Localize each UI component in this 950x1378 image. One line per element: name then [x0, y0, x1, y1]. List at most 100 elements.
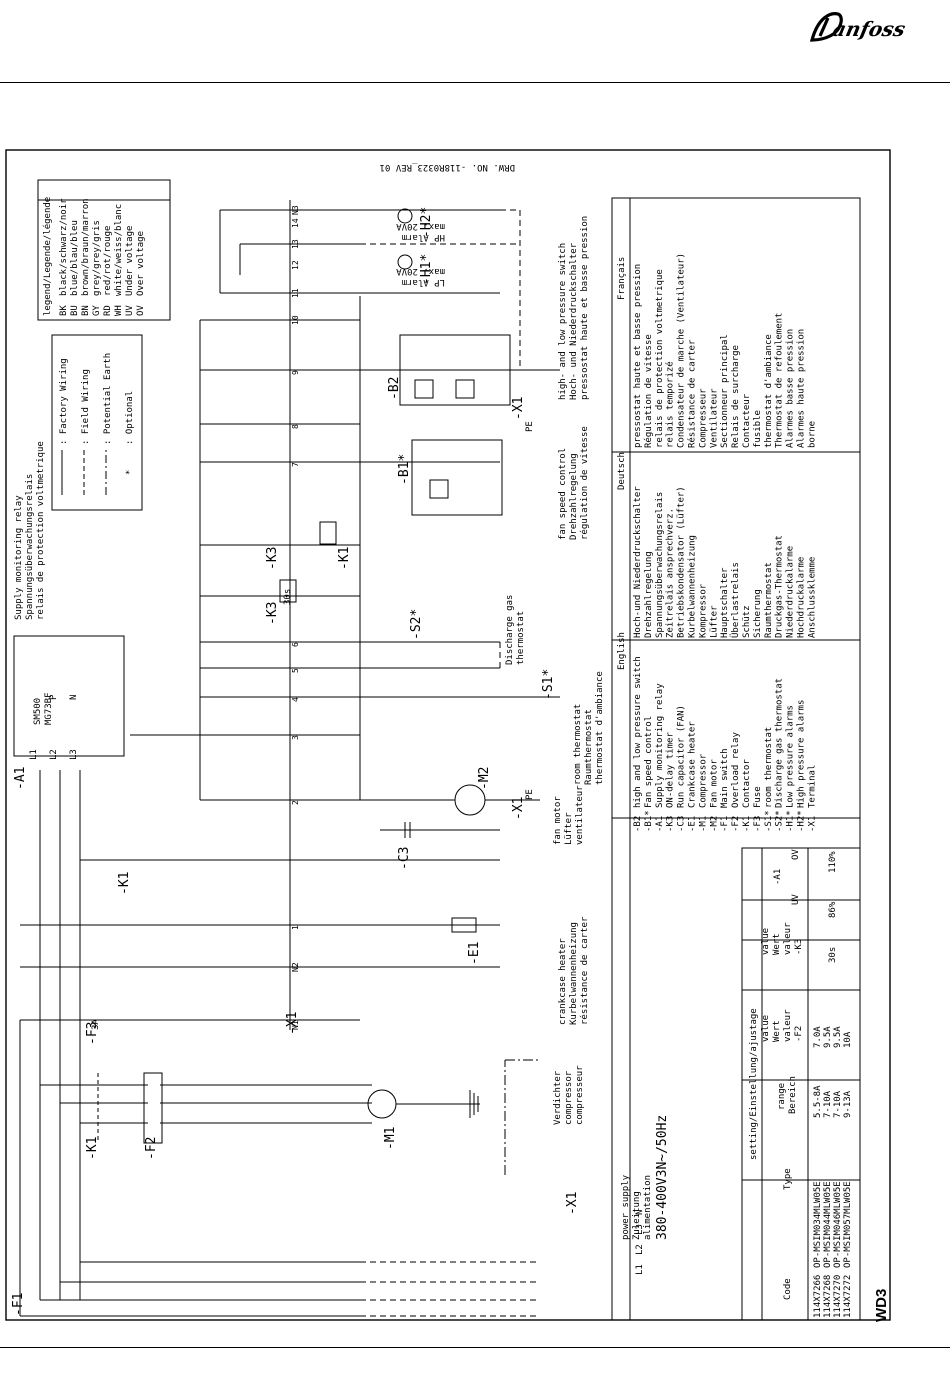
- svg-text:Alarmes haute pression: Alarmes haute pression: [797, 329, 807, 448]
- color-text-bn: brown/braun/marron: [81, 198, 91, 296]
- footer-rule: [0, 1347, 950, 1348]
- svg-text:-F2: -F2: [731, 816, 741, 832]
- svg-text:-F1: -F1: [720, 816, 730, 832]
- svg-text:Main switch: Main switch: [720, 748, 730, 808]
- svg-text:Ventilateur: Ventilateur: [709, 388, 719, 448]
- color-code-ov: OV: [136, 305, 146, 316]
- phase-l2: L2: [635, 1244, 645, 1255]
- label-k1-coil: -K1: [337, 547, 352, 570]
- color-code-bu: BU: [70, 305, 80, 316]
- color-code-gy: GY: [92, 305, 102, 316]
- settings-header-range-2: Bereich: [788, 1076, 798, 1114]
- color-text-gy: grey/grey/gris: [92, 220, 102, 296]
- svg-text:-H1*: -H1*: [786, 810, 796, 832]
- svg-text:Sicherung: Sicherung: [753, 589, 763, 638]
- svg-text:Relais de surcharge: Relais de surcharge: [731, 345, 741, 448]
- svg-text:-H2*: -H2*: [797, 810, 807, 832]
- svg-text:borne: borne: [807, 421, 817, 448]
- comp-header-english: English: [617, 632, 627, 670]
- comp-row-s2: -S2*Discharge gas thermostatDruckgas-The…: [775, 313, 785, 832]
- svg-text:114X7268: 114X7268: [823, 1275, 833, 1318]
- color-code-bn: BN: [81, 305, 91, 316]
- svg-text:ON-delay timer: ON-delay timer: [666, 732, 676, 808]
- compressor-caption-1: Verdichter: [553, 1070, 563, 1125]
- relay-p: P: [49, 694, 59, 700]
- label-b2: -B2: [387, 377, 402, 400]
- settings-table: setting/Einstellung/ajustage Code Type r…: [749, 849, 853, 1318]
- terminal-7: 7: [291, 462, 300, 467]
- svg-text:fusible: fusible: [753, 410, 763, 448]
- fan-motor-caption-3: ventilateur: [575, 785, 585, 845]
- svg-text:114X7272: 114X7272: [843, 1275, 853, 1318]
- color-text-rd: red/rot/rouge: [103, 226, 113, 296]
- color-text-wh: white/weiss/blanc: [114, 204, 124, 296]
- terminal-11: 11: [291, 288, 300, 298]
- svg-text:-K3: -K3: [666, 816, 676, 832]
- color-code-wh: WH: [114, 305, 124, 316]
- svg-text:Résistance de carter: Résistance de carter: [687, 339, 698, 448]
- label-k3-contact: -K3: [265, 547, 280, 570]
- svg-text:Thermostat de refoulement: Thermostat de refoulement: [775, 313, 785, 448]
- terminal-3: 3: [291, 735, 300, 740]
- svg-text:room thermostat: room thermostat: [764, 727, 774, 808]
- svg-text:-B2: -B2: [633, 816, 643, 832]
- supply-relay-line-2: Spannungsüberwachungsrelais: [25, 474, 35, 620]
- color-code-bk: BK: [59, 305, 69, 316]
- svg-text:Fan speed control: Fan speed control: [644, 716, 654, 808]
- fan-motor-caption-1: fan motor: [553, 796, 563, 845]
- label-h2: -H2*: [419, 207, 434, 238]
- svg-text:-M1: -M1: [698, 816, 708, 832]
- discharge-caption-1: Discharge gas: [505, 595, 515, 665]
- svg-text:Hochdruckalarme: Hochdruckalarme: [797, 557, 807, 638]
- svg-text:9.5A: 9.5A: [823, 1026, 833, 1048]
- settings-header-f2-2: Wert: [772, 1020, 782, 1042]
- terminal-4: 4: [291, 697, 300, 702]
- svg-text:Druckgas-Thermostat: Druckgas-Thermostat: [775, 535, 785, 638]
- pressure-switch-caption-2: Hoch- und Niederdruckschalter: [569, 242, 579, 400]
- crankcase-caption-3: résistance de carter: [579, 916, 590, 1025]
- wiring-legend-factory: : Factory Wiring: [59, 358, 69, 445]
- room-thermostat-caption-2: Raumthermostat: [584, 709, 594, 785]
- svg-text:-S2*: -S2*: [775, 810, 785, 832]
- comp-row-b1: -B1*Fan speed controlDrehzahlregelungRég…: [643, 334, 654, 832]
- svg-text:114X7270: 114X7270: [833, 1275, 843, 1318]
- crankcase-caption-1: crankcase heater: [558, 938, 568, 1025]
- svg-text:-B1*: -B1*: [644, 810, 654, 832]
- comp-header-deutsch: Deutsch: [617, 452, 627, 490]
- terminal-2: 2: [291, 800, 300, 805]
- svg-text:Schütz: Schütz: [742, 605, 752, 638]
- settings-header-f2-3: valeur: [783, 1009, 793, 1042]
- label-x1-b2: -X1: [511, 397, 526, 420]
- terminal-n2: N2: [291, 962, 300, 972]
- terminal-14: 14: [291, 218, 300, 228]
- wiring-legend-field: : Field Wiring: [81, 369, 91, 445]
- comp-row-h2: -H2*High pressure alarmsHochdruckalarmeA…: [797, 329, 807, 832]
- phase-l1: L1: [635, 1264, 645, 1275]
- svg-text:Anschlussklemme: Anschlussklemme: [807, 557, 817, 638]
- svg-text:Contacteur: Contacteur: [742, 393, 752, 448]
- label-f1: -F1: [11, 1293, 26, 1316]
- svg-text:7-10A: 7-10A: [833, 1090, 843, 1118]
- svg-text:Drehzahlregelung: Drehzahlregelung: [644, 551, 654, 638]
- svg-text:-S1*: -S1*: [764, 810, 774, 832]
- svg-text:Hoch-und Niederdruckschalter: Hoch-und Niederdruckschalter: [633, 486, 643, 638]
- k3-delay: 30s: [283, 589, 293, 605]
- comp-row-h1: -H1*Low pressure alarmsNiederdruckalarme…: [786, 329, 796, 832]
- svg-text:-E1: -E1: [688, 816, 698, 832]
- svg-text:-C3: -C3: [677, 816, 687, 832]
- label-x1-terminal: -X1: [285, 1012, 300, 1035]
- svg-text:OP-MSIM046MLW05E: OP-MSIM046MLW05E: [833, 1181, 843, 1268]
- settings-title: setting/Einstellung/ajustage: [749, 1008, 759, 1160]
- svg-text:-M2: -M2: [709, 816, 719, 832]
- svg-text:OP-MSIM057MLW05E: OP-MSIM057MLW05E: [843, 1181, 853, 1268]
- color-legend: legend/Legende/légende BK black/schwarz/…: [42, 197, 146, 316]
- label-s2: -S2*: [409, 609, 424, 640]
